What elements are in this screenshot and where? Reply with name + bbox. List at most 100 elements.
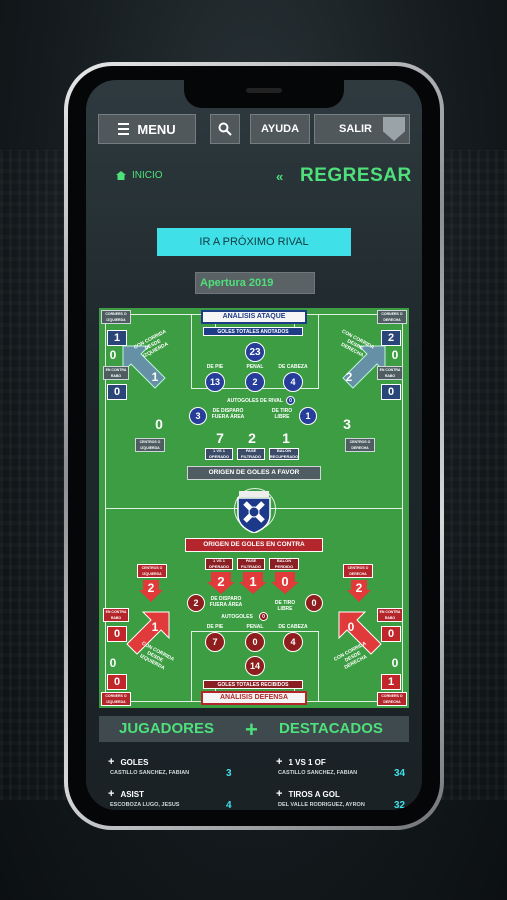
defense-right-arrow-icon bbox=[338, 611, 382, 655]
attack-pie-label: DE PIE bbox=[206, 364, 224, 370]
top-bar: MENU AYUDA SALIR bbox=[98, 114, 410, 146]
attack-disparo-label: DE DISPARO FUERA ÁREA bbox=[211, 408, 245, 420]
hamburger-icon bbox=[118, 123, 130, 135]
club-logo-icon bbox=[383, 117, 405, 141]
defense-origin-label: ORIGEN DE GOLES EN CONTRA bbox=[185, 538, 323, 552]
stat-1vs1[interactable]: +1 VS 1 OF CASTILLO SANCHEZ, FABIAN 34 bbox=[276, 752, 416, 782]
attack-left-0-value: 0 bbox=[109, 348, 117, 362]
plus-icon: + bbox=[276, 756, 283, 768]
attack-pie-value: 13 bbox=[205, 372, 225, 392]
plus-icon: + bbox=[245, 717, 258, 742]
defense-centro-right-arrow-icon bbox=[347, 580, 371, 602]
breadcrumb: INICIO « REGRESAR bbox=[108, 165, 412, 195]
defense-autogoles-label: AUTOGOLES bbox=[221, 614, 253, 620]
attack-balon-value: 1 bbox=[282, 430, 290, 446]
plus-icon: + bbox=[108, 788, 115, 800]
defense-1vs1-value: 2 bbox=[217, 574, 225, 589]
highlighted-title: DESTACADOS bbox=[279, 720, 383, 737]
defense-left-arrow-icon bbox=[126, 611, 170, 655]
attack-penal-label: PENAL bbox=[246, 364, 264, 370]
attack-tiro-libre-value: 1 bbox=[299, 407, 317, 425]
attack-corner-left-value: 1 bbox=[107, 330, 127, 346]
attack-rebote-right-label: EN CONTRA RABO bbox=[377, 366, 403, 380]
defense-pase-value: 1 bbox=[249, 574, 257, 589]
exit-button[interactable]: SALIR bbox=[314, 114, 410, 144]
defense-corner-right-label: CORNERS O DERECHA bbox=[377, 692, 407, 706]
defense-autogoles-value: 0 bbox=[259, 612, 268, 621]
defense-pie-value: 7 bbox=[205, 632, 225, 652]
phone-notch bbox=[184, 80, 344, 108]
defense-centro-right-value: 2 bbox=[355, 581, 363, 595]
attack-centro-right-label: CENTROS O DERECHA bbox=[345, 438, 375, 452]
defense-disparo-label: DE DISPARO FUERA ÁREA bbox=[209, 596, 243, 608]
defense-left-0-value: 0 bbox=[109, 656, 117, 670]
help-button[interactable]: AYUDA bbox=[250, 114, 310, 144]
attack-1vs1-value: 7 bbox=[216, 430, 224, 446]
attack-pase-value: 2 bbox=[248, 430, 256, 446]
defense-corner-right-value: 1 bbox=[381, 674, 401, 690]
defense-tiro-libre-value: 0 bbox=[305, 594, 323, 612]
attack-contra-left-value: 1 bbox=[151, 370, 159, 384]
stat-title: TIROS A GOL bbox=[288, 790, 340, 799]
defense-corner-left-value: 0 bbox=[107, 674, 127, 690]
attack-cabeza-value: 4 bbox=[283, 372, 303, 392]
defense-rebote-right-value: 0 bbox=[381, 626, 401, 642]
plus-icon: + bbox=[108, 756, 115, 768]
season-select[interactable]: Apertura 2019 bbox=[195, 272, 315, 294]
back-link[interactable]: REGRESAR bbox=[300, 165, 412, 186]
attack-origin-label: ORIGEN DE GOLES A FAVOR bbox=[187, 466, 321, 480]
attack-corner-left-label: CORNERS O IZQUIERDA bbox=[101, 310, 131, 324]
defense-centro-left-label: CENTROS O IZQUIERDA bbox=[137, 564, 167, 578]
stat-value: 3 bbox=[226, 768, 232, 779]
defense-1vs1-label: 1 VS 1 OPERADO bbox=[205, 558, 233, 570]
attack-tiro-libre-label: DE TIRO LIBRE bbox=[271, 408, 293, 420]
defense-total-label: GOLES TOTALES RECIBIDOS bbox=[203, 680, 303, 689]
attack-right-0-value: 0 bbox=[391, 348, 399, 362]
attack-corner-right-value: 2 bbox=[381, 330, 401, 346]
attack-penal-value: 2 bbox=[245, 372, 265, 392]
stat-player: CASTILLO SANCHEZ, FABIAN bbox=[278, 770, 358, 776]
attack-total-label: GOLES TOTALES ANOTADOS bbox=[203, 327, 303, 336]
players-header: JUGADORES + DESTACADOS bbox=[99, 716, 409, 742]
attack-1vs1-label: 1 VS 1 OPERADO bbox=[205, 448, 233, 460]
attack-centro-left-label: CENTROS O IZQUIERDA bbox=[135, 438, 165, 452]
attack-centro-right-value: 3 bbox=[343, 416, 351, 432]
defense-centro-left-arrow-icon bbox=[139, 580, 163, 602]
stat-goals[interactable]: + GOLES CASTILLO SANCHEZ, FABIAN 3 bbox=[108, 752, 248, 782]
home-icon bbox=[116, 171, 126, 180]
defense-contra-right-value: 0 bbox=[347, 620, 355, 634]
next-rival-button[interactable]: IR A PRÓXIMO RIVAL bbox=[157, 228, 351, 256]
defense-right-0-value: 0 bbox=[391, 656, 399, 670]
stat-player: CASTILLO SANCHEZ, FABIAN bbox=[110, 770, 190, 776]
attack-disparo-value: 3 bbox=[189, 407, 207, 425]
stat-player: DEL VALLE RODRIGUEZ, AYRON bbox=[278, 802, 365, 808]
app-screen: MENU AYUDA SALIR INICIO « REGRESAR bbox=[86, 80, 422, 810]
defense-penal-label: PENAL bbox=[246, 624, 264, 630]
defense-down-arrows-icon bbox=[207, 572, 299, 594]
attack-rebote-right-value: 0 bbox=[381, 384, 401, 400]
defense-cabeza-label: DE CABEZA bbox=[278, 624, 308, 630]
attack-contra-right-value: 2 bbox=[345, 370, 353, 384]
home-link[interactable]: INICIO bbox=[132, 170, 163, 181]
attack-corner-right-label: CORNERS O DERECHA bbox=[377, 310, 407, 324]
menu-button[interactable]: MENU bbox=[98, 114, 196, 144]
attack-title: ANÁLISIS ATAQUE bbox=[201, 310, 307, 324]
attack-autogoles-label: AUTOGOLES DE RIVAL bbox=[227, 398, 283, 404]
search-button[interactable] bbox=[210, 114, 240, 144]
stat-shots[interactable]: +TIROS A GOL DEL VALLE RODRIGUEZ, AYRON … bbox=[276, 784, 416, 810]
attack-pase-label: PASE FILTRADO bbox=[237, 448, 265, 460]
penalty-box-bottom bbox=[191, 631, 319, 702]
stat-assists[interactable]: +ASIST ESCOBOZA LUGO, JESUS 4 bbox=[108, 784, 248, 810]
exit-label: SALIR bbox=[339, 123, 372, 135]
stat-title: GOLES bbox=[120, 758, 149, 767]
defense-rebote-left-label: EN CONTRA RABO bbox=[103, 608, 129, 622]
attack-total-value: 23 bbox=[245, 342, 265, 362]
plus-icon: + bbox=[276, 788, 283, 800]
stat-player: ESCOBOZA LUGO, JESUS bbox=[110, 802, 180, 808]
attack-balon-label: BALÓN RECUPERADO bbox=[269, 448, 299, 460]
defense-total-value: 14 bbox=[245, 656, 265, 676]
defense-pase-label: PASE FILTRADO bbox=[237, 558, 265, 570]
pitch-diagram: ANÁLISIS ATAQUE GOLES TOTALES ANOTADOS 2… bbox=[99, 308, 409, 708]
stat-value: 34 bbox=[394, 768, 406, 779]
defense-centro-left-value: 2 bbox=[147, 581, 155, 595]
